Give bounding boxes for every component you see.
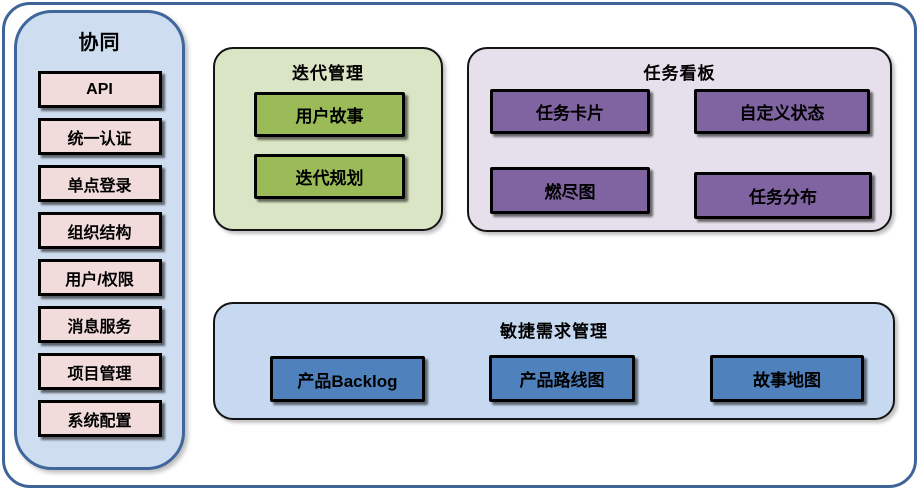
group-agile-title: 敏捷需求管理 xyxy=(500,322,608,341)
item-burndown-chart: 燃尽图 xyxy=(490,167,650,214)
group-task-kanban: 任务看板 任务卡片 自定义状态 燃尽图 任务分布 xyxy=(467,47,892,232)
sidebar-item-unified-auth: 统一认证 xyxy=(37,118,162,155)
sidebar-title: 协同 xyxy=(78,32,121,54)
item-custom-status: 自定义状态 xyxy=(694,89,870,134)
sidebar-item-system-config: 系统配置 xyxy=(37,400,162,437)
sidebar-item-api: API xyxy=(37,71,162,108)
sidebar-item-project-management: 项目管理 xyxy=(37,353,162,390)
group-agile-requirement-management: 敏捷需求管理 产品Backlog 产品路线图 故事地图 xyxy=(213,302,895,420)
sidebar-item-sso: 单点登录 xyxy=(37,165,162,202)
sidebar-item-list: API 统一认证 单点登录 组织结构 用户/权限 消息服务 项目管理 系统配置 xyxy=(37,71,162,437)
item-task-distribution: 任务分布 xyxy=(694,172,872,219)
item-iteration-planning: 迭代规划 xyxy=(254,154,405,199)
item-task-card: 任务卡片 xyxy=(490,89,650,134)
group-kanban-title: 任务看板 xyxy=(643,64,716,83)
sidebar-item-org-structure: 组织结构 xyxy=(37,212,162,249)
sidebar-collaboration-panel: 协同 API 统一认证 单点登录 组织结构 用户/权限 消息服务 项目管理 系统… xyxy=(14,10,185,470)
item-product-backlog: 产品Backlog xyxy=(270,356,425,402)
group-iteration-management: 迭代管理 用户故事 迭代规划 xyxy=(213,47,443,231)
sidebar-item-user-permission: 用户/权限 xyxy=(37,259,162,296)
sidebar-item-message-service: 消息服务 xyxy=(37,306,162,343)
item-product-roadmap: 产品路线图 xyxy=(489,355,635,402)
group-iteration-title: 迭代管理 xyxy=(292,64,364,83)
item-story-map: 故事地图 xyxy=(710,355,864,402)
item-user-story: 用户故事 xyxy=(254,92,405,137)
